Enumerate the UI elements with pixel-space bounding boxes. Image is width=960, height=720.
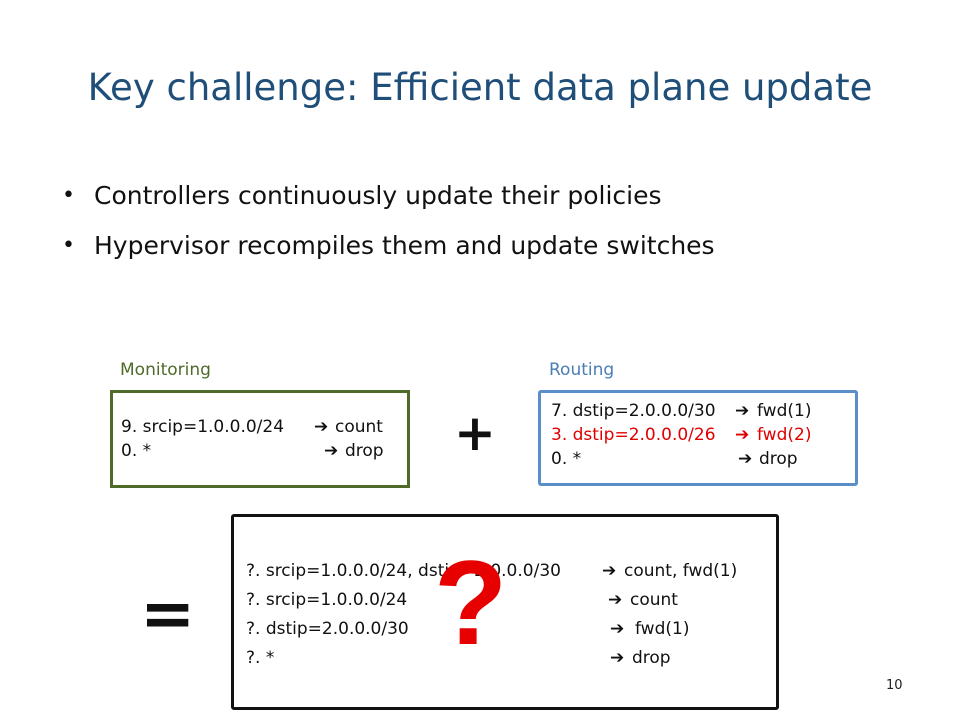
slide-title: Key challenge: Efficient data plane upda…: [87, 66, 873, 109]
arrow-icon: ➔: [738, 449, 753, 469]
composed-rule: ?. srcip=1.0.0.0/24, dstip=2.0.0.0/30 ➔ …: [246, 557, 776, 586]
routing-rule-new: 3. dstip=2.0.0.0/26 ➔ fwd(2): [551, 423, 855, 447]
bullet-text: Hypervisor recompiles them and update sw…: [94, 231, 715, 260]
composed-rule: ?. srcip=1.0.0.0/24 ➔ count: [246, 586, 776, 615]
bullet-item: • Controllers continuously update their …: [62, 176, 715, 226]
rule-action: fwd(1): [635, 619, 690, 639]
arrow-icon: ➔: [608, 590, 623, 610]
routing-label: Routing: [549, 360, 615, 380]
rule-match: 3. dstip=2.0.0.0/26: [551, 425, 716, 445]
bullet-dot-icon: •: [62, 233, 75, 258]
rule-action: count: [630, 590, 678, 610]
question-mark-icon: ?: [434, 536, 508, 670]
page-number: 10: [886, 678, 903, 693]
arrow-icon: ➔: [602, 561, 617, 581]
monitoring-rule: 0. * ➔ drop: [121, 439, 407, 463]
equals-icon: =: [140, 575, 196, 652]
plus-icon: +: [454, 404, 496, 462]
rule-match: 7. dstip=2.0.0.0/30: [551, 401, 716, 421]
bullet-list: • Controllers continuously update their …: [62, 176, 715, 276]
arrow-icon: ➔: [324, 441, 339, 461]
composed-rule: ?. dstip=2.0.0.0/30 ➔ fwd(1): [246, 615, 776, 644]
rule-match: 9. srcip=1.0.0.0/24: [121, 417, 285, 437]
rule-match: ?. dstip=2.0.0.0/30: [246, 619, 409, 639]
rule-match: ?. srcip=1.0.0.0/24: [246, 590, 408, 610]
composed-policy-box: ?. srcip=1.0.0.0/24, dstip=2.0.0.0/30 ➔ …: [231, 514, 779, 710]
arrow-icon: ➔: [610, 648, 625, 668]
bullet-dot-icon: •: [62, 183, 75, 208]
rule-action: count, fwd(1): [624, 561, 738, 581]
arrow-icon: ➔: [610, 619, 625, 639]
bullet-text: Controllers continuously update their po…: [94, 181, 662, 210]
bullet-item: • Hypervisor recompiles them and update …: [62, 226, 715, 276]
rule-action: drop: [632, 648, 671, 668]
routing-policy-box: 7. dstip=2.0.0.0/30 ➔ fwd(1) 3. dstip=2.…: [538, 390, 858, 486]
routing-rule: 0. * ➔ drop: [551, 447, 855, 471]
rule-action: drop: [345, 441, 384, 461]
rule-match: ?. *: [246, 648, 275, 668]
monitoring-label: Monitoring: [120, 360, 211, 380]
rule-action: count: [335, 417, 383, 437]
monitoring-policy-box: 9. srcip=1.0.0.0/24 ➔ count 0. * ➔ drop: [110, 390, 410, 488]
rule-action: drop: [759, 449, 798, 469]
rule-match: 0. *: [551, 449, 582, 469]
arrow-icon: ➔: [735, 401, 750, 421]
rule-match: 0. *: [121, 441, 152, 461]
arrow-icon: ➔: [735, 425, 750, 445]
rule-action: fwd(2): [757, 425, 812, 445]
monitoring-rule: 9. srcip=1.0.0.0/24 ➔ count: [121, 415, 407, 439]
routing-rule: 7. dstip=2.0.0.0/30 ➔ fwd(1): [551, 399, 855, 423]
rule-match: ?. srcip=1.0.0.0/24, dstip=2.0.0.0/30: [246, 561, 561, 581]
composed-rule: ?. * ➔ drop: [246, 644, 776, 673]
arrow-icon: ➔: [314, 417, 329, 437]
rule-action: fwd(1): [757, 401, 812, 421]
